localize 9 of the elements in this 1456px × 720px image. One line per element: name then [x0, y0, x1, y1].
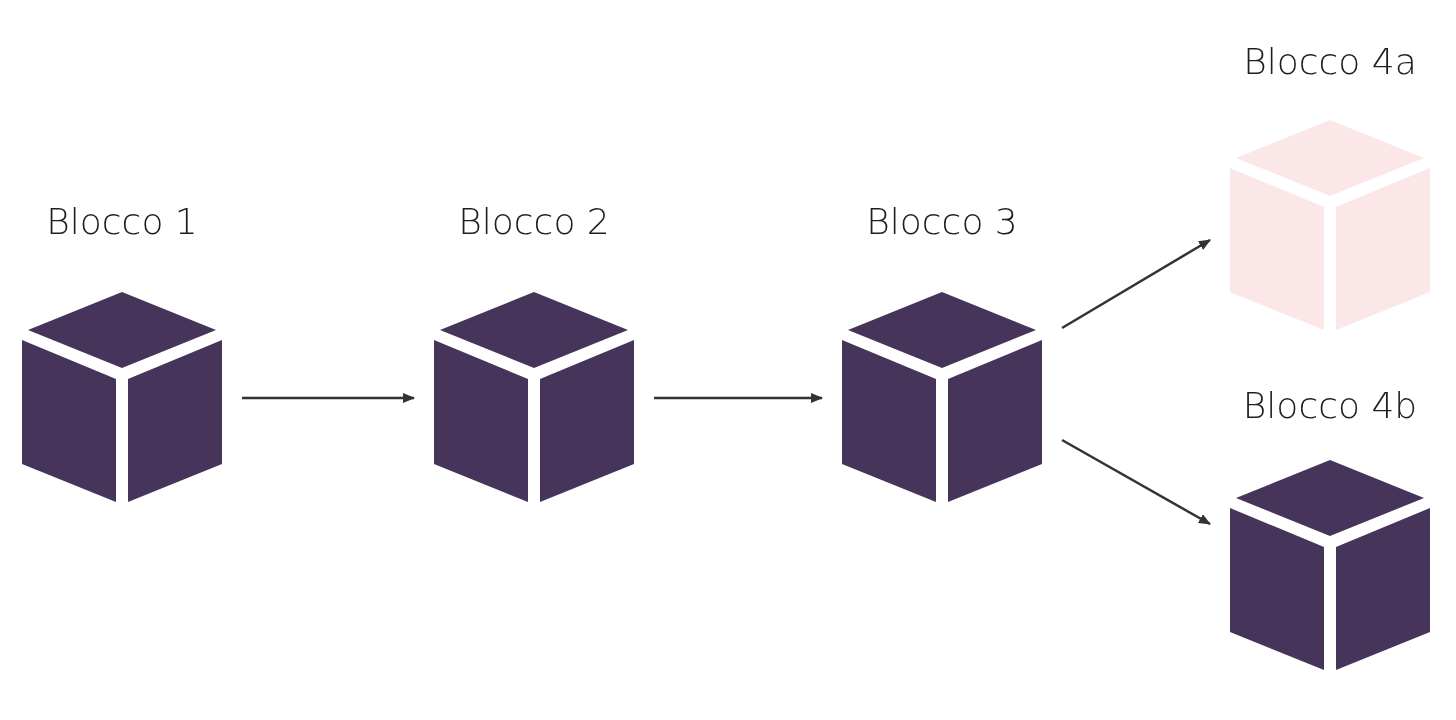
- arrow: [654, 393, 823, 403]
- arrow: [1061, 438, 1211, 526]
- block-label: Blocco 2: [458, 200, 610, 244]
- arrow: [242, 393, 415, 403]
- block-label: Blocco 1: [46, 200, 198, 244]
- block-label: Blocco 4a: [1243, 40, 1417, 84]
- block-label: Blocco 3: [866, 200, 1018, 244]
- block-label: Blocco 4b: [1242, 384, 1418, 428]
- arrow: [1061, 238, 1211, 330]
